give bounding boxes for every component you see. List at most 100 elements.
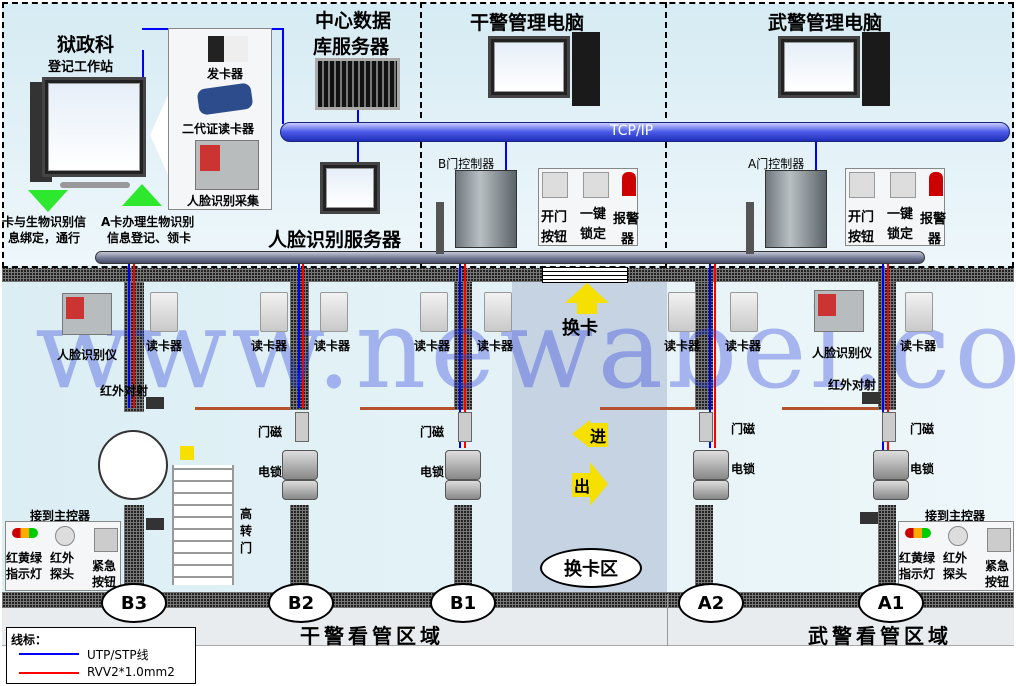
label: 锁定 (887, 227, 914, 242)
swap-window (542, 267, 628, 283)
label: 转 (240, 524, 253, 538)
diagram-shape (60, 182, 130, 188)
turnstile-gate (172, 465, 234, 585)
diagram-shape (815, 140, 817, 170)
diagram-shape (66, 297, 84, 319)
diagram-shape (146, 397, 164, 409)
label: 红外 (50, 551, 75, 565)
card-issuer-label: 发卡器 (207, 67, 244, 81)
diagram-shape (709, 258, 711, 448)
electric-lock-label: 电锁 (258, 465, 283, 479)
diagram-shape (295, 412, 309, 442)
lock-button-icon (890, 172, 916, 198)
label: 按钮 (541, 230, 568, 245)
card-issuer-device (208, 36, 248, 62)
diagram-shape (693, 480, 729, 500)
corridor-floor (2, 282, 1014, 594)
label: 指示灯 (899, 567, 936, 581)
label: 息绑定，通行 (8, 231, 81, 245)
workstation-label: 登记工作站 (48, 60, 114, 75)
diagram-shape (600, 407, 695, 410)
face-device-a1 (814, 290, 864, 332)
door-b2: B2 (268, 583, 334, 623)
label: 红黄绿 (6, 551, 43, 565)
label: 门磁 (731, 422, 756, 436)
diagram-shape (873, 450, 909, 480)
diagram-shape (445, 480, 481, 500)
ir-probe-icon (55, 526, 75, 546)
label: 一键 (580, 207, 607, 222)
legend-item: UTP/STP线 (87, 648, 149, 662)
diagram-shape (699, 412, 713, 442)
police-pc-tower (862, 32, 890, 106)
diagram-shape (494, 42, 564, 92)
diagram-shape (282, 450, 318, 480)
arrow-left-icon (572, 420, 590, 448)
diagram-shape (577, 302, 597, 314)
diagram-shape (48, 83, 140, 171)
diagram-shape (905, 292, 933, 332)
label: 读卡器 (664, 339, 701, 353)
id-reader-label: 二代证读卡器 (182, 122, 255, 136)
b-door-controller (455, 170, 517, 248)
label: 按钮 (848, 230, 875, 245)
a-controller-label: A门控制器 (748, 157, 805, 171)
label: 读卡器 (477, 339, 514, 353)
diagram-shape (695, 505, 713, 595)
diagram-shape (133, 258, 135, 408)
face-device-label: 人脸识别仪 (57, 348, 118, 362)
diagram-shape (260, 292, 288, 332)
police-pc-label: 武警管理电脑 (768, 12, 883, 34)
diagram-shape (714, 258, 716, 448)
officer-zone-label: 干警看管区域 (300, 624, 444, 648)
legend: 线标： UTP/STP线 RVV2*1.0mm2 (6, 627, 196, 684)
bottom-wall (2, 592, 1014, 608)
diagram-shape (302, 258, 304, 408)
diagram-shape (420, 292, 448, 332)
top-wall (2, 268, 1014, 282)
diagram-shape (146, 518, 164, 530)
diagram-shape (887, 258, 889, 458)
diagram-shape (458, 412, 472, 442)
diagram-shape (693, 450, 729, 480)
label: 开门 (541, 210, 568, 225)
label: 红外 (943, 551, 968, 565)
door-a1: A1 (858, 583, 924, 623)
turnstile-label: 高 (240, 507, 253, 521)
db-server-icon (315, 58, 400, 110)
tcp-ip-label: TCP/IP (610, 123, 654, 139)
legend-swatch-utp (19, 653, 79, 655)
label: 读卡器 (314, 339, 351, 353)
diagram-shape (860, 512, 878, 524)
b-controller-label: B门控制器 (438, 157, 495, 171)
infrared-beam-label: 红外对射 (828, 378, 877, 392)
diagram-shape (784, 42, 854, 92)
diagram-shape (862, 392, 880, 404)
label: 一键 (887, 207, 914, 222)
alarm-light-icon (929, 172, 943, 196)
diagram-shape (695, 282, 713, 410)
arrow-left-icon (150, 95, 168, 175)
diagram-shape (782, 407, 878, 410)
emergency-button-icon (94, 528, 118, 552)
diagram-shape (505, 140, 507, 170)
to-main-controller-label: 接到主控器 (30, 509, 91, 523)
diagram-shape (200, 145, 220, 171)
diagram-shape (142, 50, 144, 78)
face-server-label: 人脸识别服务器 (268, 229, 402, 251)
label: 器 (928, 232, 942, 247)
diagram-shape (326, 168, 374, 208)
emergency-button-icon (987, 528, 1011, 552)
diagram-shape (320, 292, 348, 332)
arrow-right-icon (590, 462, 608, 506)
diagram-shape (818, 294, 836, 316)
officer-pc-monitor (488, 36, 570, 98)
legend-swatch-rvv (19, 672, 79, 674)
label: 报警 (920, 212, 947, 227)
diagram-shape (464, 258, 466, 448)
diagram-shape (195, 407, 290, 410)
legend-title: 线标： (11, 633, 48, 647)
diagram-shape (282, 480, 318, 500)
label: 按钮 (985, 575, 1010, 589)
prison-dept-label: 狱政科 (57, 34, 115, 56)
